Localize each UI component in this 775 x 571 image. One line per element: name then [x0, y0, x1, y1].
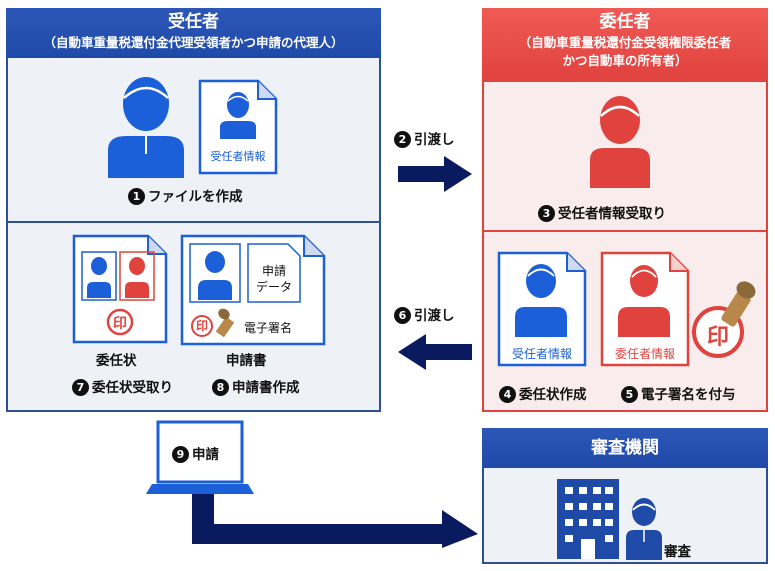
delegator-subtitle-line1: （自動車重量税還付金受領権限委任者: [518, 35, 732, 50]
delegator-subtitle-line2: かつ自動車の所有者）: [562, 53, 688, 68]
delegate-info-document-icon: [198, 79, 278, 175]
step1-number: 1: [128, 188, 145, 205]
step5-text: 電子署名を付与: [641, 387, 736, 403]
step6-number: 6: [394, 307, 411, 324]
step3-number: 3: [538, 205, 555, 222]
application-document-icon: [180, 234, 326, 346]
review-title: 審査機関: [482, 428, 768, 468]
arrow-right-icon: [398, 156, 472, 192]
step9-number: 9: [172, 446, 189, 463]
step6-text: 引渡し: [414, 308, 455, 324]
reviewer-person-icon: [626, 498, 662, 560]
step7-number: 7: [72, 379, 89, 396]
delegator-doc1-label: 受任者情報: [511, 347, 572, 361]
step7-text: 委任状受取り: [92, 380, 173, 396]
step9-text: 申請: [192, 447, 219, 463]
delegate-divider: [6, 221, 381, 223]
delegator-title: 委任者: [599, 12, 651, 32]
delegate-header: 受任者 （自動車重量税還付金代理受領者かつ申請の代理人）: [6, 8, 381, 58]
application-signature: 電子署名: [244, 321, 293, 335]
step2-number: 2: [394, 131, 411, 148]
power-of-attorney-caption: 委任状: [96, 353, 137, 369]
application-data-line2: データ: [255, 280, 292, 294]
delegate-panel: [6, 8, 381, 412]
arrow-left-icon: [398, 334, 472, 370]
step4-number: 4: [499, 386, 516, 403]
delegate-info-document-right-icon: [497, 251, 587, 367]
delegator-info-document-icon: [600, 251, 690, 367]
delegator-person-icon: [590, 96, 650, 188]
arrow-to-review-icon: [192, 494, 478, 548]
delegator-stamp-mark: 印: [706, 325, 729, 350]
delegator-divider: [482, 230, 768, 232]
power-of-attorney-stamp: 印: [113, 316, 127, 332]
delegate-person-icon: [108, 77, 184, 178]
step1-text: ファイルを作成: [148, 189, 243, 205]
step2-text: 引渡し: [414, 132, 455, 148]
delegate-subtitle: （自動車重量税還付金代理受領者かつ申請の代理人）: [43, 35, 344, 50]
delegator-doc2-label: 委任者情報: [614, 347, 675, 361]
delegate-info-doc-label: 受任者情報: [210, 150, 266, 163]
building-icon: [557, 479, 619, 559]
delegator-header: 委任者 （自動車重量税還付金受領権限委任者 かつ自動車の所有者）: [482, 8, 768, 82]
step3-text: 受任者情報受取り: [558, 206, 666, 222]
step4-text: 委任状作成: [519, 387, 587, 403]
step5-number: 5: [621, 386, 638, 403]
application-stamp: 印: [195, 319, 208, 333]
seal-stamp-icon: [692, 281, 756, 358]
step8-text: 申請書作成: [232, 380, 300, 396]
review-caption: 審査: [664, 544, 691, 560]
delegate-title: 受任者: [168, 12, 219, 32]
application-data-line1: 申請: [261, 264, 286, 278]
application-caption: 申請書: [226, 353, 267, 369]
power-of-attorney-document-icon: [72, 234, 168, 344]
step8-number: 8: [212, 379, 229, 396]
